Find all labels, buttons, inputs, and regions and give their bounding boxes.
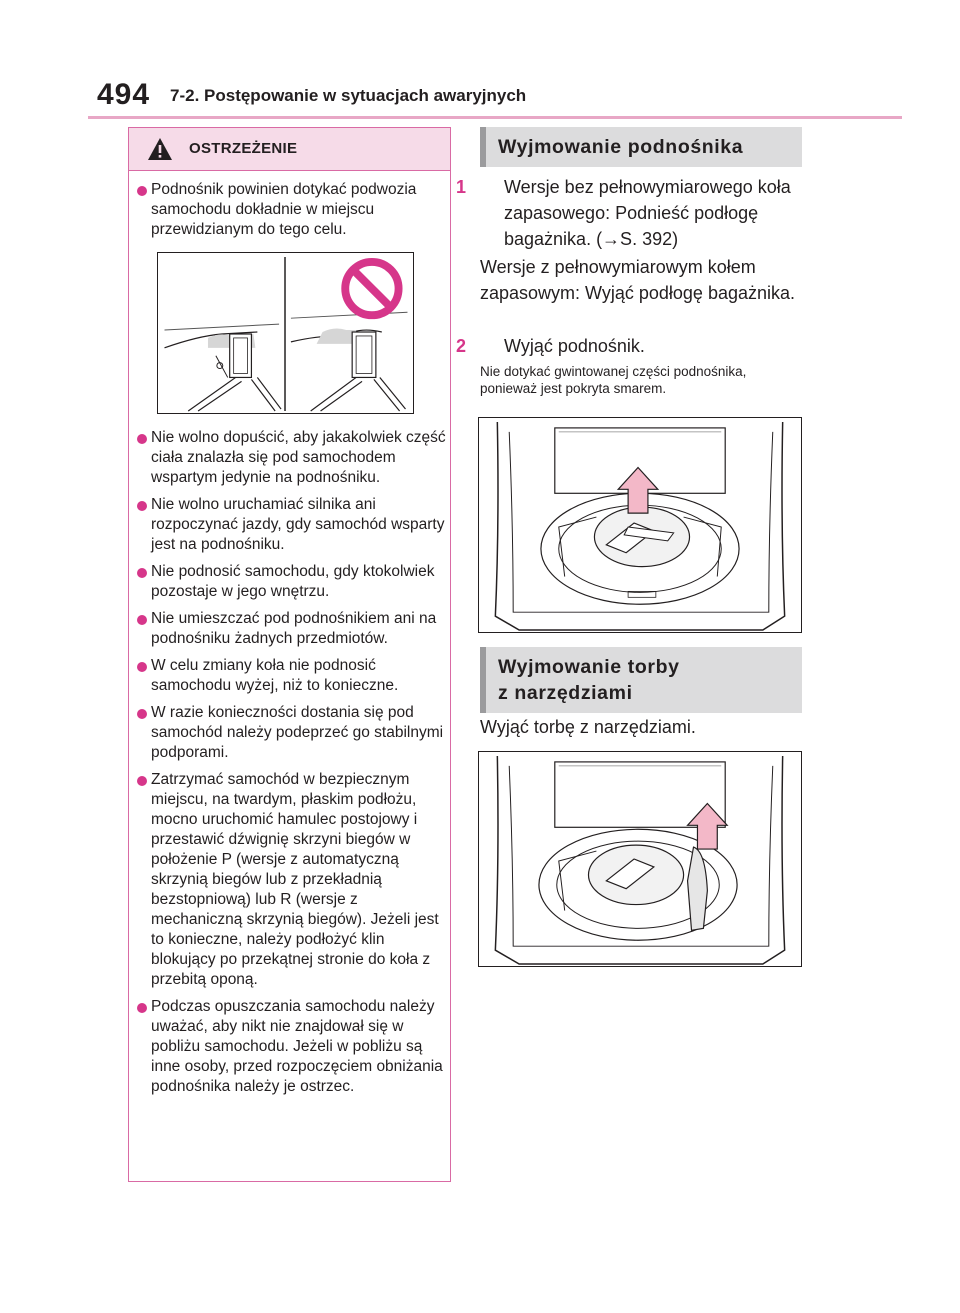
- warning-item: Podnośnik powinien dotykać pod­wozia sam…: [137, 180, 449, 240]
- warning-item: Nie podnosić samochodu, gdy kto­kolwiek …: [137, 562, 449, 602]
- warning-title: OSTRZEŻENIE: [189, 140, 298, 157]
- bullet-icon: [137, 776, 147, 786]
- bullet-icon: [137, 501, 147, 511]
- heading-jack-removal: Wyjmowanie podnośnika: [480, 127, 802, 167]
- bullet-icon: [137, 615, 147, 625]
- warning-item: W razie konieczności dostania się pod sa…: [137, 703, 449, 763]
- prohibition-icon: [341, 257, 403, 320]
- full-size-spare-paragraph: Wersje z pełnowymiarowym kołem zapasowym…: [480, 257, 796, 303]
- trunk-jack-illustration: [478, 417, 802, 633]
- step-1-number: 1: [456, 177, 467, 197]
- step-2: 2 Wyjąć podnośnik.: [456, 333, 802, 359]
- warning-item-text: Nie umieszczać pod podnośnikiem ani na p…: [151, 610, 437, 647]
- warning-item: Podczas opuszczania samochodu należy uwa…: [137, 997, 449, 1097]
- tool-bag-paragraph: Wyjąć torbę z narzędziami.: [480, 717, 696, 737]
- warning-item: Nie wolno uruchamiać silnika ani rozpocz…: [137, 495, 449, 555]
- up-arrow-icon: [616, 466, 660, 514]
- step-2-number: 2: [456, 336, 467, 356]
- bullet-icon: [137, 662, 147, 672]
- bullet-icon: [137, 1003, 147, 1013]
- warning-item-text: W razie konieczności dostania się pod sa…: [151, 704, 444, 761]
- bullet-icon: [137, 709, 147, 719]
- warning-item-text: Nie wolno uruchamiać silnika ani rozpocz…: [151, 496, 445, 553]
- warning-item-text: Nie wolno dopuścić, aby jakakol­wiek czę…: [151, 429, 446, 486]
- up-arrow-icon: [686, 802, 729, 850]
- heading-tool-bag-line2: z narzędziami: [498, 682, 633, 704]
- heading-tool-bag-line1: Wyjmowanie torby: [498, 656, 680, 678]
- warning-item-text: Podnośnik powinien dotykać pod­wozia sam…: [151, 181, 417, 238]
- warning-item: Nie umieszczać pod podnośnikiem ani na p…: [137, 609, 449, 649]
- warning-triangle-icon: [148, 138, 172, 160]
- warning-item: W celu zmiany koła nie podnosić samochod…: [137, 656, 449, 696]
- warning-item-text: Zatrzymać samochód w bezpiecz­nym miejsc…: [151, 771, 439, 988]
- step-2-text: Wyjąć podnośnik.: [504, 336, 645, 356]
- warning-box: OSTRZEŻENIE Podnośnik powinien dotykać p…: [128, 127, 451, 1182]
- header-rule: [88, 116, 902, 119]
- warning-item-text: W celu zmiany koła nie podnosić samochod…: [151, 657, 399, 694]
- section-title: 7-2. Postępowanie w sytuacjach awaryjnyc…: [170, 86, 527, 105]
- page-number: 494: [97, 78, 151, 111]
- warning-item: Zatrzymać samochód w bezpiecz­nym miejsc…: [137, 770, 449, 990]
- warning-header: OSTRZEŻENIE: [129, 128, 450, 171]
- trunk-toolbag-illustration: [478, 751, 802, 967]
- bullet-icon: [137, 568, 147, 578]
- warning-item-text: Podczas opuszczania samochodu należy uwa…: [151, 998, 443, 1095]
- step-1: 1 Wersje bez pełnowymiarowego koła zapaso…: [456, 174, 802, 252]
- bullet-icon: [137, 186, 147, 196]
- grease-note: Nie dotykać gwintowanej części podno­śni…: [480, 364, 747, 396]
- bullet-icon: [137, 434, 147, 444]
- warning-item: Nie wolno dopuścić, aby jakakol­wiek czę…: [137, 428, 449, 488]
- jack-position-figure: [137, 252, 449, 414]
- warning-item-text: Nie podnosić samochodu, gdy kto­kolwiek …: [151, 563, 435, 600]
- step-1-text: Wersje bez pełnowymiarowego koła zapasow…: [504, 177, 791, 249]
- jack-position-illustration: [157, 252, 414, 414]
- heading-tool-bag-removal: Wyjmowanie torby z narzędziami: [480, 647, 802, 713]
- warning-list: Podnośnik powinien dotykać pod­wozia sam…: [137, 180, 449, 1104]
